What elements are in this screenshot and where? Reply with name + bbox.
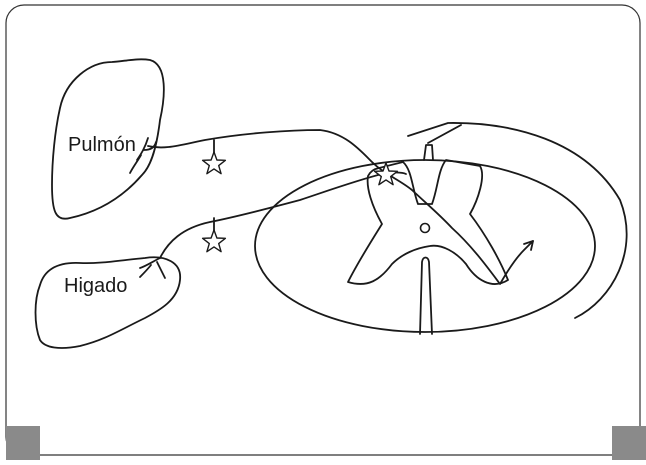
lung-ganglion-star <box>203 152 226 174</box>
dorsal-septum <box>424 145 433 160</box>
liver-label: Higado <box>64 275 127 297</box>
corner-square-left <box>6 426 40 460</box>
corner-square-right <box>612 426 646 460</box>
spinal-cord-cut-rim <box>408 123 627 318</box>
liver-outline <box>36 257 181 348</box>
lung-label: Pulmón <box>68 134 136 156</box>
liver-nerve-endings <box>140 258 165 278</box>
ventral-fissure <box>420 258 432 335</box>
grey-matter <box>348 160 508 284</box>
lung-afferent-fiber <box>148 130 533 284</box>
slide-frame <box>6 5 640 455</box>
liver-ganglion-star <box>203 230 226 252</box>
central-canal <box>421 224 430 233</box>
